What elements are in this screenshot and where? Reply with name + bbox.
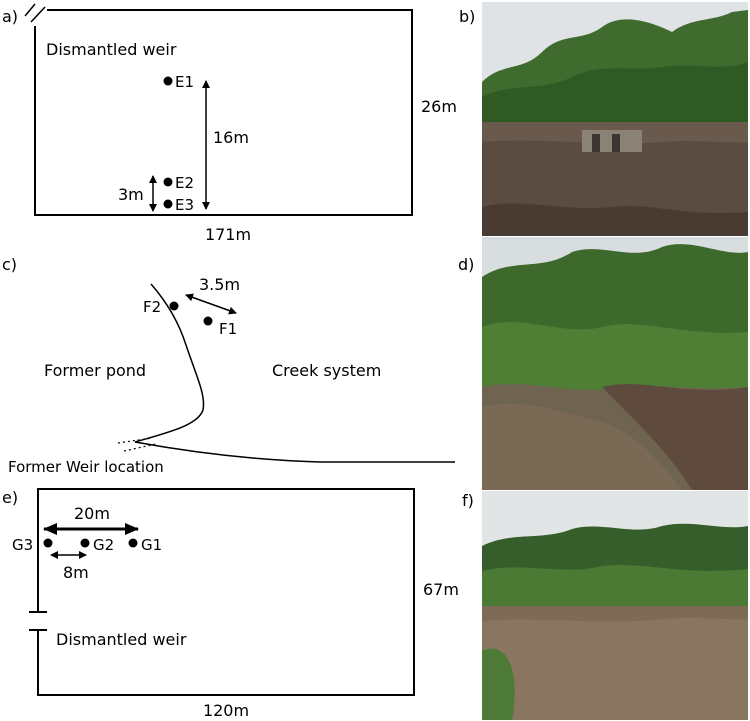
panel-f-label: f) [462, 491, 474, 510]
former-weir-dotted-line [117, 437, 153, 444]
distance-arrow-3-5m [185, 293, 237, 315]
point-label-e3: E3 [175, 196, 194, 214]
weir-label: Dismantled weir [56, 630, 187, 649]
distance-label-20m: 20m [74, 504, 110, 523]
point-label-f1: F1 [219, 320, 237, 338]
panel-e-label: e) [2, 488, 18, 507]
sample-point-f1 [203, 316, 213, 326]
sample-point-g3 [43, 538, 53, 548]
photo-b-dismantled-weir [482, 2, 748, 236]
channel-bank [134, 283, 205, 443]
panel-a-label: a) [2, 7, 18, 26]
width-label: 120m [203, 701, 249, 720]
sample-point-g2 [80, 538, 90, 548]
height-label: 67m [423, 580, 459, 599]
point-label-e2: E2 [175, 174, 194, 192]
panel-d-label: d) [458, 255, 474, 274]
photo-f-mangrove-pond [482, 491, 748, 720]
creek-system-label: Creek system [272, 361, 381, 380]
panel-c-label: c) [2, 255, 17, 274]
weir-break-mark [24, 3, 36, 17]
point-label-e1: E1 [175, 73, 194, 91]
former-weir-dotted-line [123, 443, 157, 452]
panel-b-label: b) [459, 7, 475, 26]
former-pond-label: Former pond [44, 361, 146, 380]
channel-bank-lower [134, 441, 455, 463]
point-label-g1: G1 [141, 536, 162, 554]
weir-label: Dismantled weir [46, 40, 177, 59]
pond-outline [37, 488, 415, 696]
weir-break-mark [30, 6, 46, 23]
sample-point-f2 [169, 301, 179, 311]
panel-e: e) Dismantled weir G3 G2 G1 20m 8m 120m … [2, 488, 459, 720]
width-label: 171m [205, 225, 251, 244]
sample-point-g1 [128, 538, 138, 548]
photo-d-creek [482, 237, 748, 490]
former-weir-location-label: Former Weir location [8, 458, 164, 476]
distance-label-16m: 16m [213, 128, 249, 147]
sample-point-e2 [163, 177, 173, 187]
height-label: 26m [421, 97, 457, 116]
distance-label-3m: 3m [118, 185, 144, 204]
distance-label-3-5m: 3.5m [199, 275, 240, 294]
panel-c: c) F2 F1 3.5m Former pond Creek system F… [2, 255, 455, 476]
point-label-g2: G2 [93, 536, 114, 554]
sample-point-e1 [163, 76, 173, 86]
pond-outline [34, 9, 413, 216]
panel-a: a) Dismantled weir E1 E2 E3 16m 3m 171m … [2, 3, 457, 244]
point-label-g3: G3 [12, 536, 33, 554]
sample-point-e3 [163, 199, 173, 209]
point-label-f2: F2 [143, 298, 161, 316]
distance-label-8m: 8m [63, 563, 89, 582]
